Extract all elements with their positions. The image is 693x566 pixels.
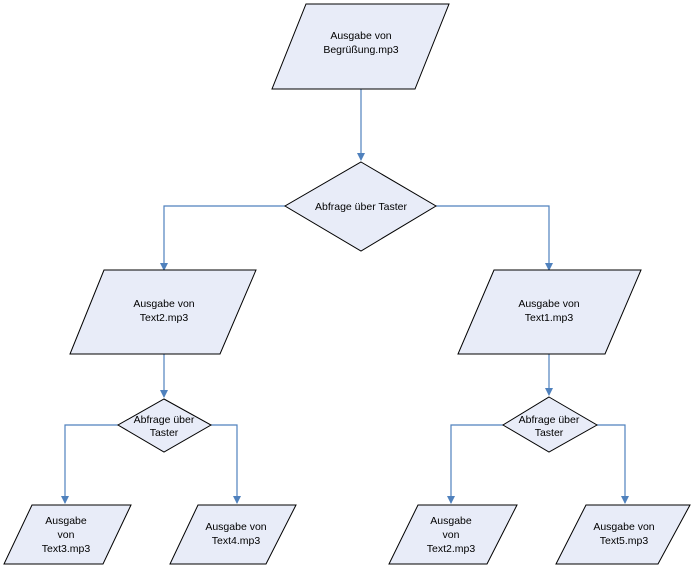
connector-decision-to-left-output — [160, 205, 285, 271]
node-text2-output-bottom: Ausgabe von Text2.mp3 — [388, 504, 518, 565]
node-text2-bottom-line3: Text2.mp3 — [427, 543, 476, 555]
connector-decision-to-right-output — [436, 205, 553, 271]
node-text5-line1: Ausgabe von — [593, 521, 654, 533]
node-left-decision: Abfrage über Taster — [116, 398, 213, 453]
node-text5-line2: Text5.mp3 — [600, 535, 649, 547]
node-text2-bottom-line2: von — [443, 529, 460, 541]
parallelogram-text3 — [3, 504, 132, 565]
connector-left-decision-to-text4 — [211, 424, 241, 504]
node-left-output-line1: Ausgabe von — [133, 298, 194, 310]
node-right-output: Ausgabe von Text1.mp3 — [457, 269, 642, 355]
node-right-output-line2: Text1.mp3 — [525, 312, 574, 324]
connector-right-decision-to-text2 — [447, 424, 503, 504]
node-left-output-line2: Text2.mp3 — [140, 312, 189, 324]
node-right-output-line1: Ausgabe von — [518, 298, 579, 310]
node-start: Ausgabe von Begrüßung.mp3 — [271, 3, 450, 90]
node-text3-output: Ausgabe von Text3.mp3 — [3, 504, 132, 565]
node-right-decision: Abfrage über Taster — [502, 396, 599, 453]
parallelogram-text2-bottom — [388, 504, 518, 565]
diamond-main — [284, 161, 437, 252]
node-right-decision-line2: Taster — [535, 427, 564, 439]
node-text3-line3: Text3.mp3 — [42, 543, 91, 555]
diamond-left — [116, 398, 213, 453]
connector-left-decision-to-text3 — [61, 424, 118, 504]
node-text4-line1: Ausgabe von — [205, 521, 266, 533]
node-left-decision-line2: Taster — [150, 427, 179, 439]
node-start-line2: Begrüßung.mp3 — [323, 44, 398, 56]
parallelogram-start — [271, 3, 450, 90]
node-text4-output: Ausgabe von Text4.mp3 — [169, 504, 297, 565]
connectors — [61, 89, 629, 504]
parallelogram-right-output — [457, 269, 642, 355]
parallelogram-text5 — [555, 504, 691, 565]
node-left-output: Ausgabe von Text2.mp3 — [69, 269, 257, 355]
node-left-decision-line1: Abfrage über — [134, 414, 195, 426]
parallelogram-left-output — [69, 269, 257, 355]
parallelogram-text4 — [169, 504, 297, 565]
node-text5-output: Ausgabe von Text5.mp3 — [555, 504, 691, 565]
node-decision-main-label: Abfrage über Taster — [315, 201, 408, 213]
diamond-right — [502, 396, 599, 453]
connector-right-decision-to-text5 — [597, 424, 629, 504]
node-text3-line1: Ausgabe — [45, 515, 87, 527]
node-text4-line2: Text4.mp3 — [212, 535, 261, 547]
node-start-line1: Ausgabe von — [330, 30, 391, 42]
node-text3-line2: von — [58, 529, 75, 541]
node-right-decision-line1: Abfrage über — [519, 414, 580, 426]
node-text2-bottom-line1: Ausgabe — [430, 515, 472, 527]
node-decision-main: Abfrage über Taster — [284, 161, 437, 252]
